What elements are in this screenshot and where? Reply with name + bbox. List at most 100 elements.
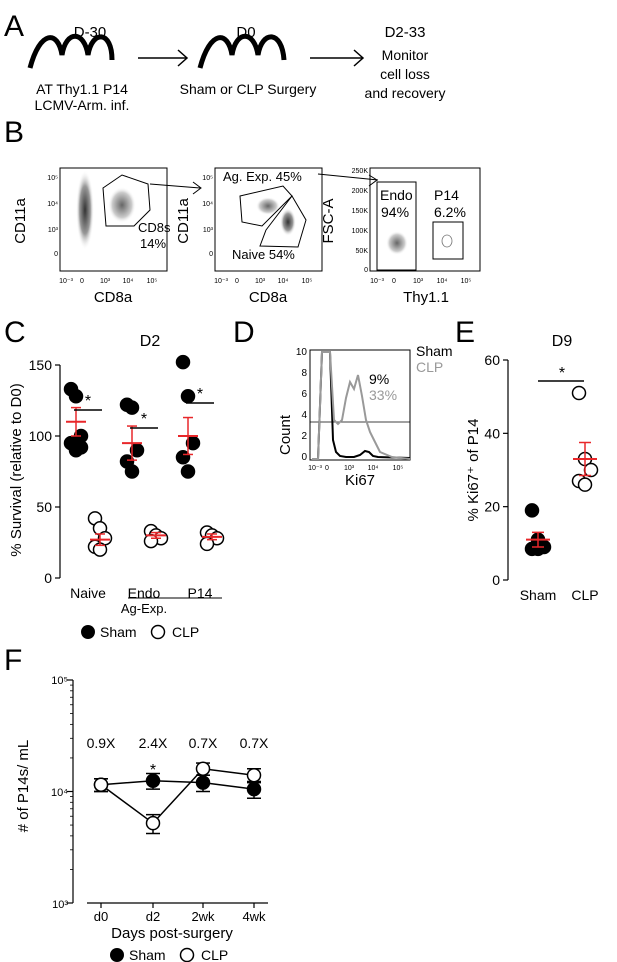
histogram-xlabel: Ki67 bbox=[345, 472, 375, 489]
chart-e-ylabel: % Ki67⁺ of P14 bbox=[465, 419, 482, 522]
plot2-xtick: 0 bbox=[235, 278, 239, 285]
plot1-gate-label: CD8s bbox=[138, 220, 171, 235]
step-1-line-1: AT Thy1.1 P14 bbox=[36, 81, 128, 97]
histogram-ytick: 2 bbox=[301, 431, 307, 442]
data-point bbox=[524, 503, 540, 518]
plot2-ylabel: CD11a bbox=[175, 198, 192, 244]
y-tick-label: 100 bbox=[29, 428, 53, 444]
plot1-xtick: 10⁵ bbox=[147, 278, 158, 285]
data-point bbox=[577, 477, 593, 492]
plot2-xtick: 10⁵ bbox=[302, 278, 313, 285]
chart-e-title: D9 bbox=[552, 333, 573, 350]
histogram-legend-sham: Sham bbox=[416, 343, 453, 359]
panel-d: D Count Ki67 10 8 6 4 2 0 10⁻³ 0 10³ 10⁴… bbox=[233, 316, 453, 489]
histogram-xtick: 10³ bbox=[344, 465, 355, 472]
cell-cloud bbox=[76, 170, 94, 250]
data-point bbox=[124, 400, 140, 415]
histogram-xtick: 10⁻³ bbox=[308, 465, 322, 472]
histogram-ytick: 4 bbox=[301, 410, 307, 421]
data-point bbox=[571, 385, 587, 401]
plot3-gate2-name: P14 bbox=[434, 187, 459, 203]
data-point bbox=[246, 781, 262, 797]
plot1-ytick: 0 bbox=[54, 251, 58, 258]
panel-letter-a: A bbox=[4, 10, 24, 43]
x-tick-label: d2 bbox=[146, 909, 160, 924]
plot2-xtick: 10⁴ bbox=[278, 278, 289, 285]
plot2-xtick: 10³ bbox=[255, 278, 266, 285]
x-tick-label: 2wk bbox=[191, 909, 215, 924]
timeline-icon-1 bbox=[27, 33, 115, 69]
step-3-line-1: Monitor bbox=[382, 47, 429, 63]
panel-letter-d: D bbox=[233, 316, 255, 349]
y-tick-label: 0 bbox=[44, 570, 52, 586]
plot1-ytick: 10⁴ bbox=[47, 201, 58, 208]
plot3-gate1-name: Endo bbox=[380, 187, 413, 203]
legend-clp-marker bbox=[179, 947, 195, 962]
category-label: P14 bbox=[188, 585, 213, 601]
step-3-day: D2-33 bbox=[385, 24, 426, 41]
legend-f: Sham CLP bbox=[110, 947, 228, 962]
fold-change-label: 0.9X bbox=[87, 735, 116, 751]
histogram-ytick: 6 bbox=[301, 389, 307, 400]
data-point bbox=[246, 767, 262, 783]
histogram-ytick: 10 bbox=[296, 347, 308, 358]
cd8-gate bbox=[102, 174, 151, 227]
plot2-gate2: Naive 54% bbox=[232, 247, 295, 262]
ag-exp-cloud bbox=[256, 197, 280, 215]
flow-plot-3: FSC-A Thy1.1 Endo 94% P14 6.2% 250K 200K… bbox=[320, 167, 481, 306]
y-tick-label: 50 bbox=[36, 499, 52, 515]
legend-clp-marker bbox=[150, 624, 166, 640]
endo-gate bbox=[376, 181, 417, 271]
plot3-xtick: 10⁵ bbox=[461, 278, 472, 285]
plot1-xtick: 0 bbox=[80, 278, 84, 285]
y-tick-label: 0 bbox=[492, 572, 500, 588]
histogram-xtick: 10⁵ bbox=[393, 465, 404, 472]
data-point bbox=[93, 777, 109, 792]
chart-f-ytick: 10⁴ bbox=[51, 787, 68, 799]
data-point bbox=[124, 464, 140, 479]
y-tick-label: 20 bbox=[484, 499, 500, 515]
plot3-xtick: 10³ bbox=[413, 278, 424, 285]
clp-histogram bbox=[312, 351, 411, 460]
data-point bbox=[73, 440, 89, 455]
category-label: Naive bbox=[70, 585, 106, 601]
chart-c-title: D2 bbox=[140, 333, 161, 350]
p14-gate bbox=[432, 221, 464, 260]
y-tick-label: 150 bbox=[29, 357, 53, 373]
histogram-clp-pct: 33% bbox=[369, 387, 397, 403]
significance-star: * bbox=[197, 386, 203, 403]
data-point bbox=[145, 815, 161, 831]
plot3-ytick: 0 bbox=[364, 267, 368, 274]
plot3-ylabel: FSC-A bbox=[320, 199, 337, 244]
plot1-xtick: 10³ bbox=[100, 278, 111, 285]
series-line bbox=[100, 767, 255, 825]
plot3-xtick: 0 bbox=[392, 278, 396, 285]
data-point bbox=[583, 462, 599, 478]
series-line bbox=[100, 779, 255, 790]
plot1-xtick: 10⁴ bbox=[123, 278, 134, 285]
legend-c: Sham CLP bbox=[81, 624, 199, 640]
data-point bbox=[195, 761, 211, 776]
ag-exp-gate bbox=[239, 185, 293, 227]
step-2-line-1: Sham or CLP Surgery bbox=[180, 81, 317, 97]
histogram-ylabel: Count bbox=[277, 414, 294, 455]
panel-a: A D-30 AT Thy1.1 P14 LCMV-Arm. inf. D0 S… bbox=[4, 10, 445, 113]
histogram-legend-clp: CLP bbox=[416, 359, 443, 375]
plot1-xtick: 10⁻³ bbox=[59, 278, 73, 285]
plot2-ytick: 10³ bbox=[203, 227, 214, 234]
plot3-gate1-pct: 94% bbox=[381, 204, 409, 220]
category-label: Sham bbox=[520, 587, 557, 603]
timeline-icon-2 bbox=[197, 33, 287, 69]
y-tick-label: 60 bbox=[484, 352, 500, 368]
flow-plot-1: CD11a CD8a CD8s 14% 10⁵ 10⁴ 10³ 0 10⁻³ 0… bbox=[12, 167, 202, 306]
plot2-ytick: 10⁴ bbox=[202, 201, 213, 208]
plot3-ytick: 200K bbox=[352, 188, 369, 195]
plot3-ytick: 250K bbox=[352, 168, 369, 175]
chart-f-ylabel: # of P14s/ mL bbox=[15, 740, 32, 833]
plot2-gate1: Ag. Exp. 45% bbox=[223, 169, 302, 184]
panel-letter-f: F bbox=[4, 644, 22, 677]
data-point bbox=[195, 775, 211, 790]
plot1-ytick: 10⁵ bbox=[47, 175, 58, 182]
plot2-xlabel: CD8a bbox=[249, 289, 288, 306]
